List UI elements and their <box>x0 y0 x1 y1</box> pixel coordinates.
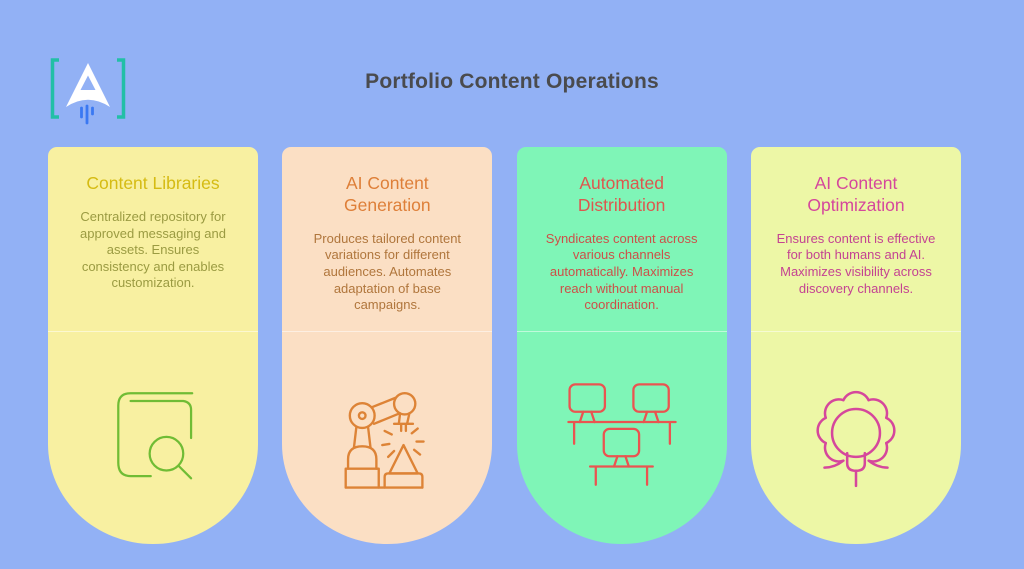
card-title: Automated Distribution <box>577 173 666 215</box>
card-description: Ensures content is effective for both hu… <box>776 230 936 296</box>
card-ai-content-generation: AI Content Generation Produces tailored … <box>282 147 493 544</box>
card-text-section: AI Content Generation Produces tailored … <box>282 147 493 332</box>
book-magnifier-icon <box>117 392 194 480</box>
card-icon-zone <box>48 332 258 544</box>
card-description: Syndicates content across various channe… <box>545 230 698 313</box>
card-content-libraries: Content Libraries Centralized repository… <box>48 147 258 544</box>
card-title: AI Content Optimization <box>807 173 905 215</box>
card-text-section: Content Libraries Centralized repository… <box>48 147 258 332</box>
brand-logo <box>48 56 128 130</box>
cards-row: Content Libraries Centralized repository… <box>48 147 961 544</box>
network-monitors-icon <box>566 383 677 486</box>
card-ai-content-optimization: AI Content Optimization Ensures content … <box>750 147 961 544</box>
card-text-section: Automated Distribution Syndicates conten… <box>516 147 727 332</box>
card-text-section: AI Content Optimization Ensures content … <box>750 147 961 332</box>
page-title: Portfolio Content Operations <box>365 70 659 93</box>
robot-arm-icon <box>344 391 426 489</box>
gear-bulb-icon <box>816 390 896 488</box>
rocket-a-logo-icon <box>50 58 126 125</box>
card-icon-zone <box>517 332 727 544</box>
card-automated-distribution: Automated Distribution Syndicates conten… <box>516 147 727 544</box>
card-title: AI Content Generation <box>344 173 431 215</box>
card-description: Produces tailored content variations for… <box>313 230 462 313</box>
card-icon-zone <box>751 332 961 544</box>
card-title: Content Libraries <box>86 173 220 193</box>
card-description: Centralized repository for approved mess… <box>80 208 226 291</box>
card-icon-zone <box>282 332 492 544</box>
